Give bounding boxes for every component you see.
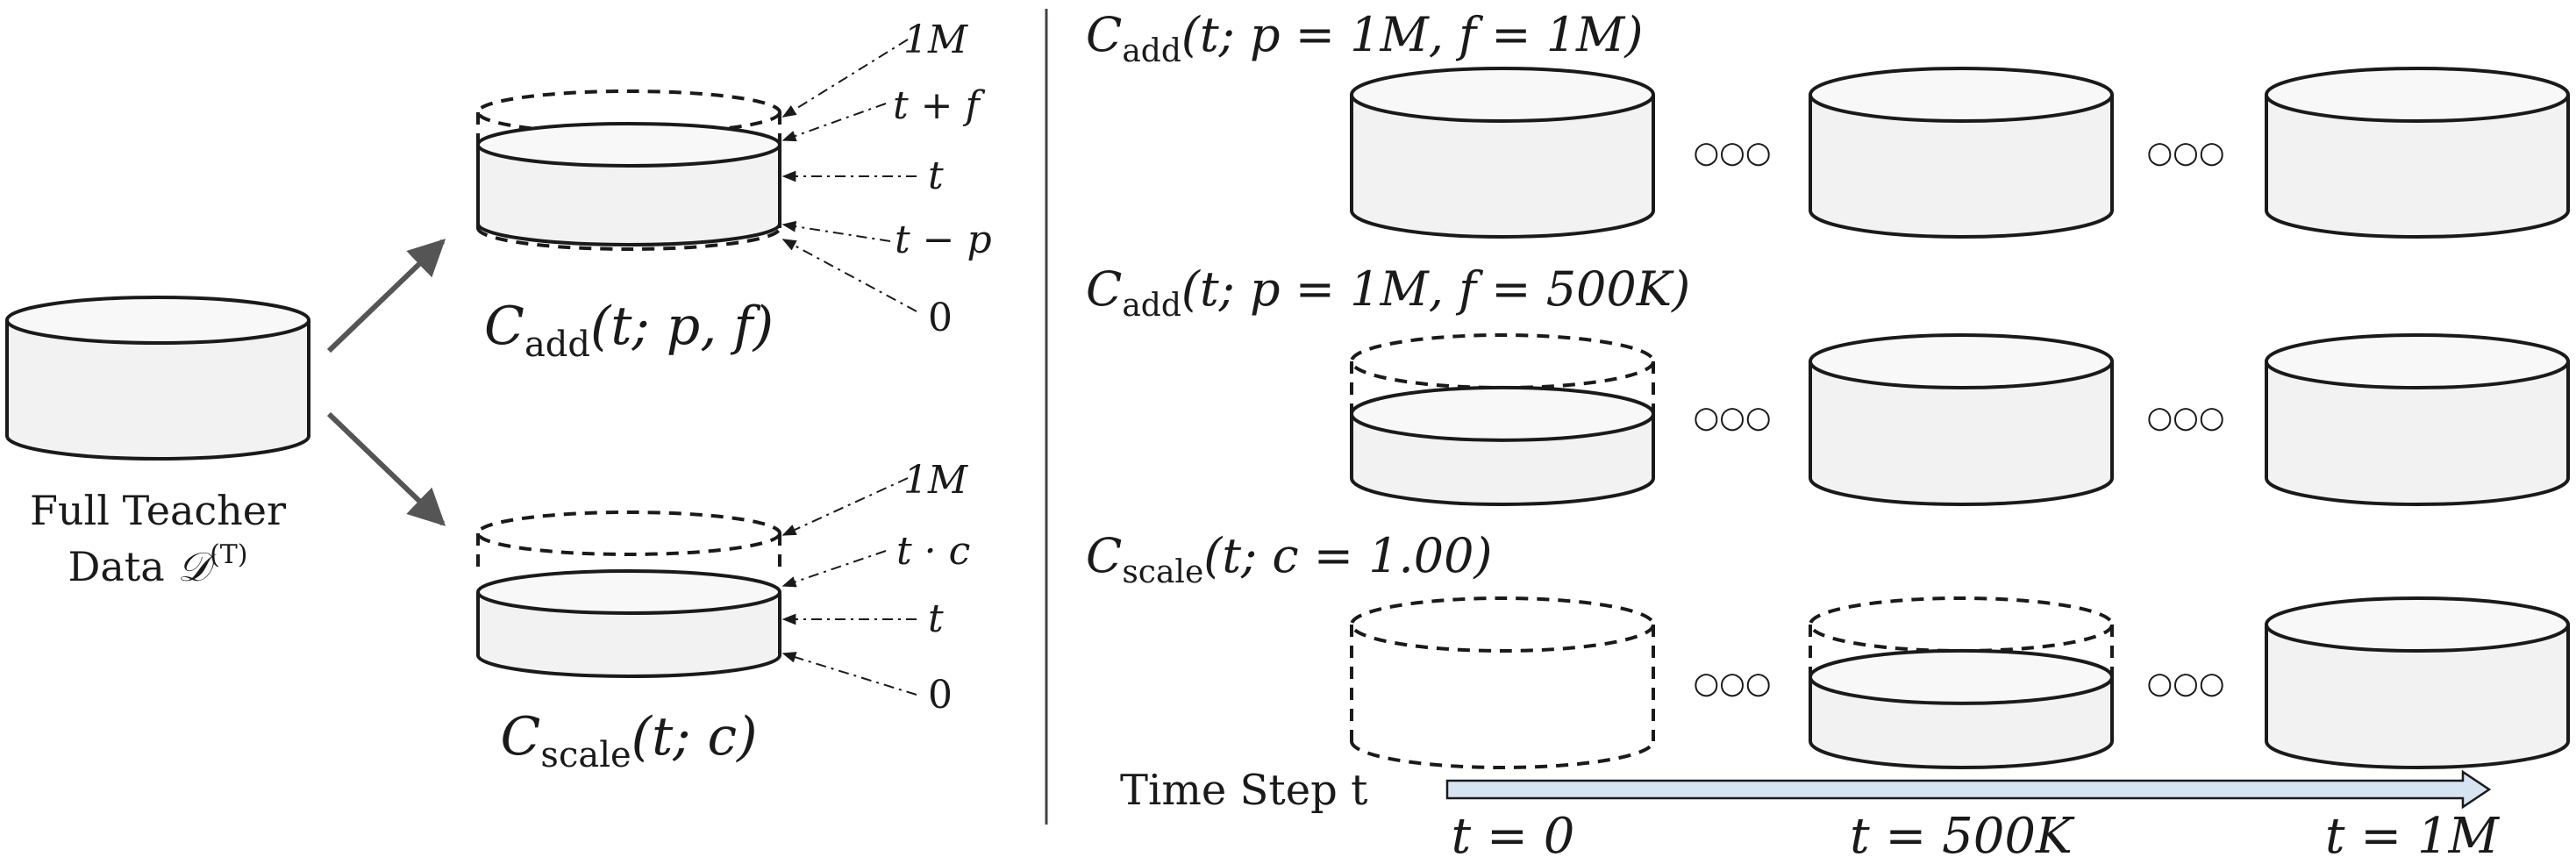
row-2-label: Cadd(t; p = 1M, f = 500K) [1086,261,1690,324]
scale-tick-tc: t · c [896,529,970,574]
timeline-tick-500k: t = 500K [1850,808,2075,864]
full-teacher-data-cylinder [5,296,310,461]
left-panel: Full Teacher Data 𝒟(T) 1M t + f t t [5,18,992,775]
timeline-tick-1m: t = 1M [2325,808,2501,864]
ellipsis-r1-a: ○○○ [1693,135,1771,170]
ellipsis-r3-a: ○○○ [1693,666,1771,701]
add-schematic-cylinder [476,89,781,251]
add-tick-1m: 1M [903,18,968,62]
row-cylinders [1350,67,2570,769]
timeline-label: Time Step t [1120,766,1367,815]
cylinder-r3-c1 [1350,596,1655,769]
cylinder-r1-c3 [2265,67,2570,239]
add-ticks: 1M t + f t t − p 0 [781,18,992,340]
add-tick-tmp: t − p [895,218,992,262]
arrow-to-add [326,239,446,353]
scale-tick-0: 0 [928,673,953,718]
right-panel: Cadd(t; p = 1M, f = 1M) Cadd(t; p = 1M, … [1086,7,2570,864]
full-teacher-data-label: Data 𝒟(T) [68,539,248,590]
add-tick-tpf: t + f [893,83,986,128]
row-3-label: Cscale(t; c = 1.00) [1086,528,1493,590]
add-tick-0: 0 [928,296,953,340]
cylinder-r2-c2 [1809,333,2114,506]
cylinder-r1-c2 [1809,67,2114,239]
ellipsis-r3-b: ○○○ [2146,666,2224,701]
add-tick-t: t [928,154,944,198]
timeline-tick-0: t = 0 [1452,808,1575,864]
cylinder-r3-c3 [2265,596,2570,769]
cylinder-r2-c3 [2265,333,2570,506]
cylinder-r2-c1 [1350,333,1655,506]
timeline-arrow [1445,769,2492,810]
scale-schematic-cylinder [476,511,781,678]
row-1-label: Cadd(t; p = 1M, f = 1M) [1086,7,1643,69]
scale-ticks: 1M t · c t 0 [781,458,970,718]
scale-caption: Cscale(t; c) [501,706,758,775]
ellipsis-r1-b: ○○○ [2146,135,2224,170]
add-caption: Cadd(t; p, f) [484,296,774,365]
cylinder-r1-c1 [1350,67,1655,239]
cylinder-r3-c2 [1809,596,2114,769]
full-teacher-label: Full Teacher [30,487,286,534]
arrow-to-scale [326,411,446,526]
scale-tick-1m: 1M [903,458,968,503]
scale-tick-t: t [928,596,944,641]
ellipsis-r2-a: ○○○ [1693,400,1771,435]
ellipsis-r2-b: ○○○ [2146,400,2224,435]
